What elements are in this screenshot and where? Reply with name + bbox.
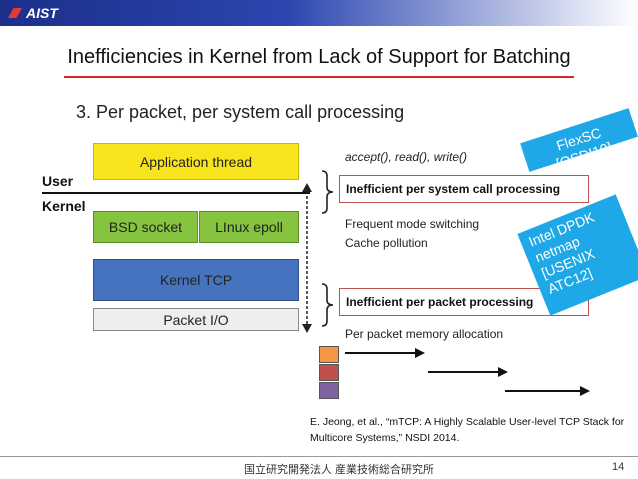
user-kernel-divider — [42, 192, 310, 194]
syscall-brace — [321, 170, 334, 214]
packet-square-orange — [319, 346, 339, 363]
title-underline — [64, 76, 574, 78]
syscall-inefficiency-box: Inefficient per system call processing — [339, 175, 589, 203]
syscall-inefficiency-label: Inefficient per system call processing — [346, 182, 561, 196]
packet-arrow-2 — [428, 367, 508, 377]
flexsc-badge: FlexSC [OSDI10] — [520, 108, 638, 172]
vertical-double-arrow — [302, 183, 312, 333]
aist-logo: AIST — [8, 4, 58, 22]
packet-inefficiency-label: Inefficient per packet processing — [346, 295, 534, 309]
bsd-socket-box: BSD socket — [93, 211, 198, 243]
page-number: 14 — [612, 461, 625, 473]
packet-arrow-3 — [505, 386, 590, 396]
memory-allocation-text: Per packet memory allocation — [345, 327, 504, 341]
slide-subtitle: 3. Per packet, per system call processin… — [76, 102, 405, 122]
packet-brace — [321, 283, 334, 327]
header-bar — [0, 0, 638, 26]
packet-arrow-1 — [345, 348, 425, 358]
footer-divider — [0, 456, 638, 457]
packet-square-red — [319, 364, 339, 381]
epoll-box: LInux epoll — [199, 211, 299, 243]
footer-org: 国立研究開発法人 産業技術総合研究所 — [244, 464, 435, 476]
packet-io-box: Packet I/O — [93, 308, 299, 331]
aist-logo-text: AIST — [26, 5, 58, 21]
mode-switch-text: Frequent mode switching — [345, 217, 480, 231]
kernel-tcp-box: Kernel TCP — [93, 259, 299, 301]
citation: E. Jeong, et al., “mTCP: A Highly Scalab… — [310, 416, 625, 444]
cache-pollution-text: Cache pollution — [345, 236, 428, 250]
aist-logo-mark-icon — [8, 8, 22, 18]
application-thread-box: Application thread — [93, 143, 299, 180]
api-calls-text: accept(), read(), write() — [345, 150, 468, 164]
packet-square-purple — [319, 382, 339, 399]
slide-title: Inefficiencies in Kernel from Lack of Su… — [67, 46, 571, 68]
kernel-label: Kernel — [42, 198, 86, 214]
user-label: User — [42, 173, 74, 189]
